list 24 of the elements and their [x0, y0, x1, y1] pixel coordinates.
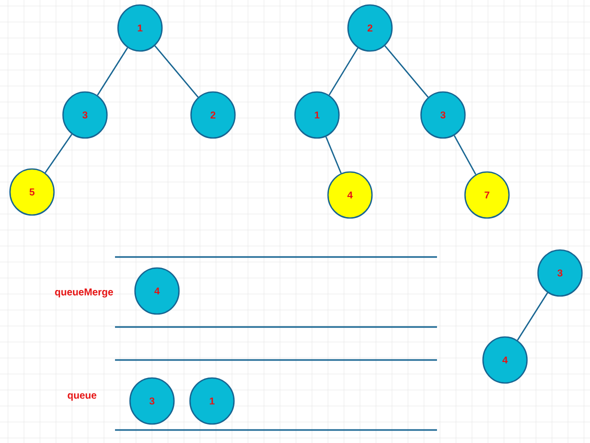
tree-node: 7 [464, 171, 510, 219]
tree-node: 3 [129, 377, 175, 425]
tree-node: 3 [537, 249, 583, 297]
queue-label: queueMerge [55, 288, 113, 298]
tree-node: 1 [294, 91, 340, 139]
tree-edge [328, 48, 358, 96]
tree-edge [454, 135, 476, 175]
tree-node: 2 [190, 91, 236, 139]
tree-node: 1 [189, 377, 235, 425]
tree-edge [325, 136, 342, 174]
tree-node: 4 [134, 267, 180, 315]
tree-edge [154, 45, 199, 98]
tree-node: 4 [327, 171, 373, 219]
tree-edge [44, 134, 72, 174]
tree-edge [384, 45, 429, 98]
tree-node: 3 [62, 91, 108, 139]
tree-node: 1 [117, 4, 163, 52]
tree-node: 2 [347, 4, 393, 52]
tree-node: 4 [482, 336, 528, 384]
queue-label: queue [68, 393, 96, 401]
tree-edge [516, 292, 548, 341]
tree-node: 3 [420, 91, 466, 139]
tree-node: 5 [9, 168, 55, 216]
tree-edge [96, 47, 128, 96]
